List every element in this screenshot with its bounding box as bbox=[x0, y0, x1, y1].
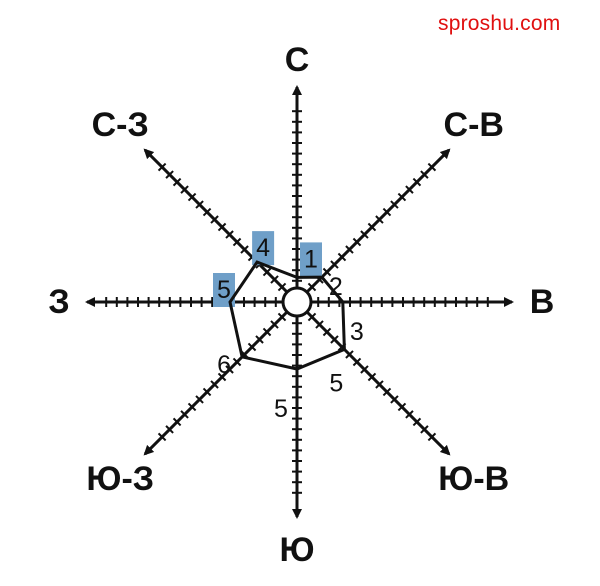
center-circle bbox=[281, 286, 313, 318]
axis-tick-se bbox=[345, 350, 354, 359]
axis-tick-sw bbox=[217, 372, 227, 382]
axis-tick-nw bbox=[232, 237, 242, 247]
axis-tick-sw bbox=[210, 380, 219, 389]
value-label-w: 5 bbox=[217, 276, 231, 304]
axis-tick-ne bbox=[375, 215, 384, 224]
axis-tick-se bbox=[360, 365, 369, 374]
axis-tick-ne bbox=[360, 230, 369, 239]
value-label-s: 5 bbox=[274, 395, 288, 423]
axis-tick-nw bbox=[165, 170, 174, 179]
axis-tick-sw bbox=[165, 425, 174, 434]
direction-label-n: С bbox=[285, 41, 310, 79]
direction-label-s: Ю bbox=[279, 531, 314, 569]
axis-tick-nw bbox=[210, 215, 219, 224]
axis-arrow-se bbox=[295, 300, 451, 456]
axis-arrow-nw bbox=[143, 148, 299, 304]
axis-tick-sw bbox=[195, 395, 204, 404]
axis-tick-se bbox=[405, 410, 414, 419]
axis-tick-sw bbox=[180, 410, 189, 419]
axis-tick-se bbox=[397, 402, 407, 412]
highlight-group bbox=[213, 231, 322, 307]
axes-group bbox=[85, 85, 514, 519]
value-highlight-nw bbox=[252, 231, 275, 266]
axis-tick-sw bbox=[255, 335, 264, 344]
axis-tick-ne bbox=[427, 162, 437, 172]
axis-tick-sw bbox=[277, 312, 287, 322]
value-highlight-w bbox=[213, 273, 235, 307]
axis-tick-nw bbox=[157, 162, 167, 172]
axis-tick-nw bbox=[240, 245, 249, 254]
axis-tick-sw bbox=[247, 342, 257, 352]
value-label-ne: 2 bbox=[329, 273, 343, 301]
axis-tick-nw bbox=[225, 230, 234, 239]
axis-arrow-sw bbox=[143, 300, 299, 456]
axis-tick-ne bbox=[337, 252, 347, 262]
axis-tick-ne bbox=[382, 207, 392, 217]
axis-tick-nw bbox=[187, 192, 197, 202]
axis-tick-ne bbox=[330, 260, 339, 269]
axis-tick-ne bbox=[405, 185, 414, 194]
axis-tick-nw bbox=[277, 282, 287, 292]
axis-tick-se bbox=[367, 372, 377, 382]
axis-tick-ne bbox=[390, 200, 399, 209]
axis-tick-sw bbox=[232, 357, 242, 367]
axis-tick-se bbox=[412, 417, 422, 427]
direction-label-ne: С-В bbox=[444, 106, 504, 144]
axis-tick-ne bbox=[352, 237, 362, 247]
axis-tick-sw bbox=[270, 320, 279, 329]
direction-label-w: З bbox=[48, 283, 69, 321]
axis-tick-se bbox=[382, 387, 392, 397]
value-label-e: 3 bbox=[350, 318, 364, 346]
value-label-se: 5 bbox=[329, 369, 343, 397]
axis-tick-nw bbox=[262, 267, 272, 277]
axis-tick-nw bbox=[270, 275, 279, 284]
axis-tick-sw bbox=[157, 432, 167, 442]
axis-tick-se bbox=[427, 432, 437, 442]
axis-tick-se bbox=[330, 335, 339, 344]
value-label-n: 1 bbox=[304, 245, 318, 273]
value-label-sw: 6 bbox=[217, 351, 231, 379]
axis-tick-ne bbox=[345, 245, 354, 254]
axis-tick-sw bbox=[202, 387, 212, 397]
axis-tick-ne bbox=[412, 177, 422, 187]
axis-tick-nw bbox=[217, 222, 227, 232]
direction-label-e: В bbox=[530, 283, 555, 321]
axis-tick-se bbox=[315, 320, 324, 329]
axis-tick-ne bbox=[420, 170, 429, 179]
polygon-group bbox=[228, 260, 346, 371]
value-highlight-n bbox=[300, 242, 322, 277]
direction-label-se: Ю-В bbox=[438, 460, 509, 498]
axis-tick-nw bbox=[195, 200, 204, 209]
value-label-nw: 4 bbox=[256, 234, 270, 262]
axis-tick-ne bbox=[397, 192, 407, 202]
watermark-text: sproshu.com bbox=[438, 12, 561, 35]
axis-tick-se bbox=[307, 312, 317, 322]
axis-tick-ne bbox=[367, 222, 377, 232]
axis-tick-nw bbox=[180, 185, 189, 194]
direction-label-sw: Ю-З bbox=[86, 460, 154, 498]
axis-tick-ne bbox=[307, 282, 317, 292]
axis-tick-se bbox=[390, 395, 399, 404]
axis-tick-sw bbox=[187, 402, 197, 412]
wind-polygon bbox=[228, 260, 346, 371]
axis-tick-ne bbox=[322, 267, 332, 277]
axis-tick-sw bbox=[262, 327, 272, 337]
axis-tick-sw bbox=[172, 417, 182, 427]
axis-tick-se bbox=[352, 357, 362, 367]
axis-tick-sw bbox=[225, 365, 234, 374]
axis-tick-nw bbox=[202, 207, 212, 217]
axis-tick-se bbox=[322, 327, 332, 337]
direction-label-nw: С-З bbox=[92, 106, 149, 144]
axis-tick-se bbox=[420, 425, 429, 434]
axis-tick-se bbox=[375, 380, 384, 389]
axis-tick-nw bbox=[172, 177, 182, 187]
